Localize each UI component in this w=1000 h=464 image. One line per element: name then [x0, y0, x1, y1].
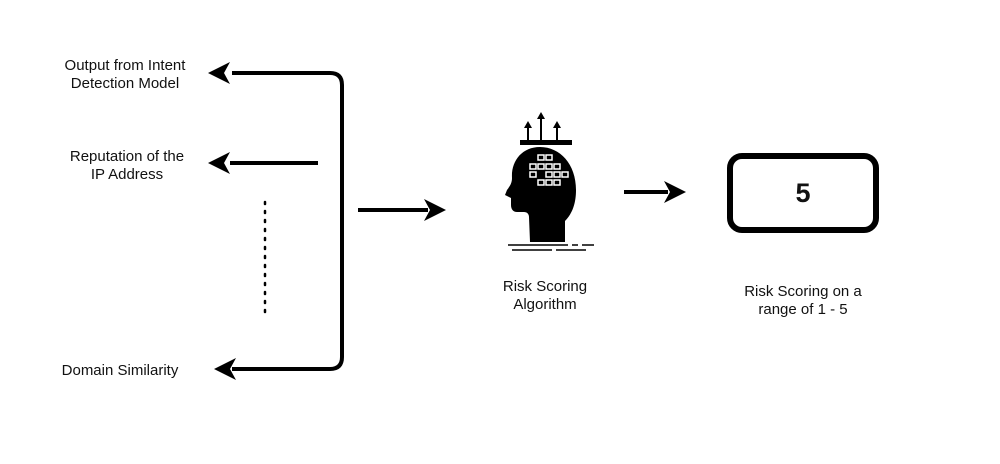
risk-score-value: 5 [795, 177, 811, 208]
algorithm-label: Risk Scoring Algorithm [502, 278, 588, 313]
output-label: Risk Scoring on a range of 1 - 5 [744, 283, 862, 318]
head-brain-icon [505, 112, 598, 251]
arrow-head-top [208, 62, 230, 84]
input-label-domain: Domain Similarity [61, 362, 179, 379]
input-label-reputation: Reputation of the IP Address [69, 148, 185, 183]
input-bracket [232, 71, 344, 371]
score-box [727, 153, 879, 233]
arrow-head-bottom [214, 358, 236, 380]
input-label-intent: Output from Intent Detection Model [64, 57, 186, 92]
